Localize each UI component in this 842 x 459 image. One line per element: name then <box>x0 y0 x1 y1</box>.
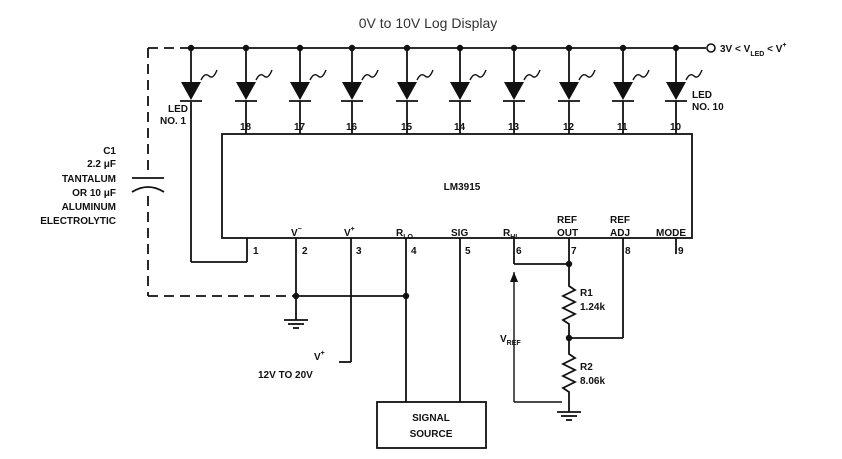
pin1-number: 1 <box>253 246 259 257</box>
led1-label-line1: LED <box>168 104 188 115</box>
r2-value: 8.06k <box>580 376 605 387</box>
ground-icon <box>557 411 581 421</box>
c1-name: C1 <box>103 146 116 157</box>
vplus-label: V+ <box>314 350 325 363</box>
led-array <box>180 44 703 134</box>
pin8-number: 8 <box>625 246 631 257</box>
ic-pin-11-number: 11 <box>617 122 628 133</box>
pin6-label: RHI <box>503 228 517 241</box>
pin9-number: 9 <box>678 246 684 257</box>
ic-top-pin-numbers: 18 17 16 15 14 13 12 11 10 <box>240 122 682 133</box>
led-5-diode-icon <box>396 44 434 134</box>
led-4-diode-icon <box>341 44 379 134</box>
vplus-range: 12V TO 20V <box>258 370 313 381</box>
supply-terminal-icon <box>706 43 716 53</box>
r2-resistor-icon <box>560 338 578 412</box>
ic-pin-18-number: 18 <box>240 122 252 133</box>
c1-line4: ALUMINUM <box>62 202 116 213</box>
ic-pin-14-number: 14 <box>454 122 466 133</box>
ic-pin-17-number: 17 <box>294 122 306 133</box>
capacitor-icon <box>131 177 165 193</box>
pin5-number: 5 <box>465 246 471 257</box>
r1-resistor-icon <box>560 280 578 338</box>
ground-icon <box>284 319 308 329</box>
led-2-diode-icon <box>235 44 273 134</box>
c1-line2: TANTALUM <box>62 174 116 185</box>
signal-source-box <box>376 401 487 449</box>
signal-source-line2: SOURCE <box>410 429 453 440</box>
led10-label-line2: NO. 10 <box>692 102 724 113</box>
diagram-title: 0V to 10V Log Display <box>359 15 498 31</box>
ic-name: LM3915 <box>444 182 481 193</box>
pin5-label: SIG <box>451 228 468 239</box>
led-9-diode-icon <box>612 44 650 134</box>
r1-name: R1 <box>580 288 593 299</box>
r2-name: R2 <box>580 362 593 373</box>
led10-label-line1: LED <box>692 90 712 101</box>
ic-pin-16-number: 16 <box>346 122 358 133</box>
pin7-number: 7 <box>571 246 577 257</box>
led-8-diode-icon <box>558 44 596 134</box>
pin8-label-top: REF <box>610 215 630 226</box>
pin3-label: V+ <box>344 226 355 239</box>
led-7-diode-icon <box>503 44 541 134</box>
vref-arrowhead-icon <box>510 272 518 282</box>
ic-pin-13-number: 13 <box>508 122 520 133</box>
supply-label: 3V < VLED < V+ <box>720 42 786 58</box>
pin6-number: 6 <box>516 246 522 257</box>
pin4-number: 4 <box>411 246 417 257</box>
ic-pin-12-number: 12 <box>563 122 575 133</box>
c1-line3: OR 10 μF <box>72 188 116 199</box>
led-1-diode-icon <box>180 44 218 102</box>
led1-label-line2: NO. 1 <box>160 116 187 127</box>
pin2-number: 2 <box>302 246 308 257</box>
signal-source-line1: SIGNAL <box>412 413 450 424</box>
pin2-label: V− <box>291 226 302 239</box>
led-10-diode-icon <box>665 44 703 134</box>
ic-pin-10-number: 10 <box>670 122 682 133</box>
pin4-label: RLO <box>396 228 414 241</box>
pin3-number: 3 <box>356 246 362 257</box>
pin7-label: OUT <box>557 228 578 239</box>
ic-pin-15-number: 15 <box>401 122 413 133</box>
led-3-diode-icon <box>289 44 327 134</box>
pin9-label: MODE <box>656 228 686 239</box>
junction-dot <box>565 260 573 268</box>
r1-value: 1.24k <box>580 302 605 313</box>
lm3915-ic <box>221 133 693 239</box>
c1-line5: ELECTROLYTIC <box>40 216 116 227</box>
pin8-label: ADJ <box>610 228 630 239</box>
c1-line1: 2.2 μF <box>87 159 116 170</box>
led-6-diode-icon <box>449 44 487 134</box>
vref-label: VREF <box>500 334 521 347</box>
pin7-label-top: REF <box>557 215 577 226</box>
